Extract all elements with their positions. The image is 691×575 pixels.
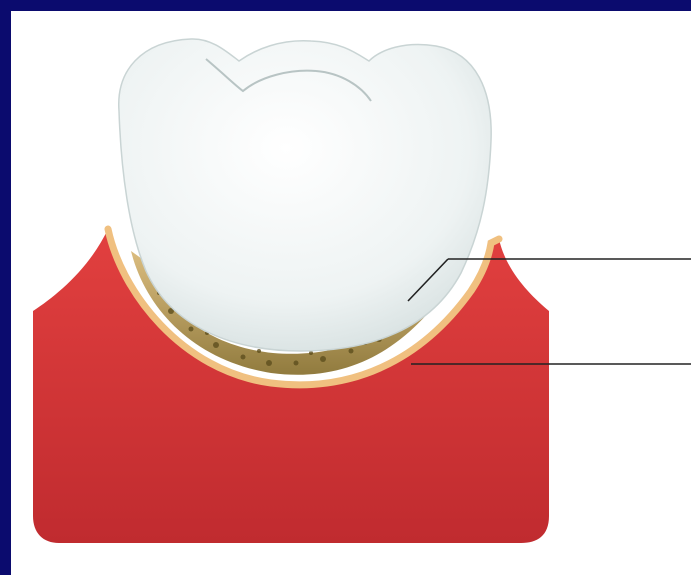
diagram-panel <box>11 11 691 575</box>
tooth-crown <box>119 39 491 351</box>
tooth-illustration <box>11 11 691 575</box>
